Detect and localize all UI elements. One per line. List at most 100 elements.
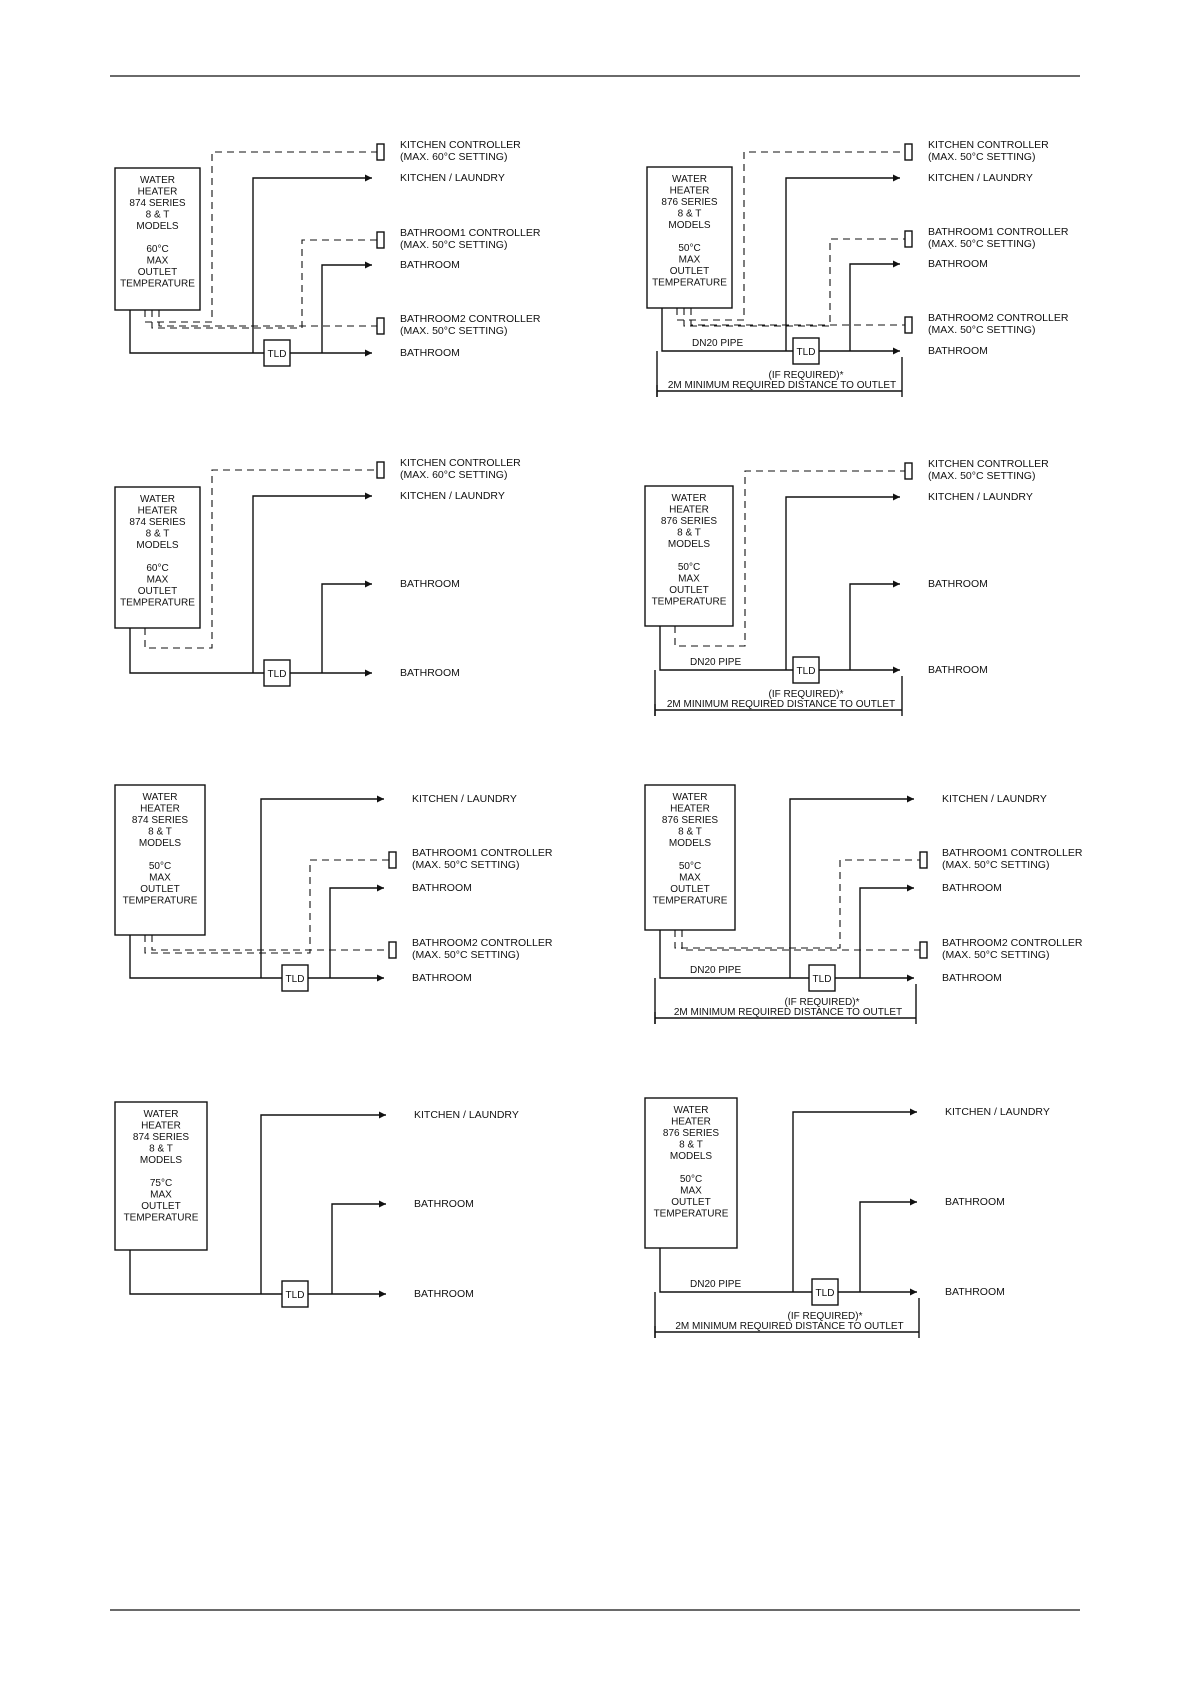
- water-heater-label: OUTLET: [141, 1201, 180, 1212]
- water-heater-box: [114, 167, 201, 311]
- hot-water-main: [659, 626, 793, 671]
- water-heater-label: TEMPERATURE: [652, 278, 727, 289]
- kitchen-laundry-label: KITCHEN / LAUNDRY: [412, 793, 517, 805]
- water-heater-label: HEATER: [141, 1121, 181, 1132]
- water-heater-label: 50°C: [680, 1174, 702, 1185]
- kitchen-laundry-label: KITCHEN / LAUNDRY: [928, 172, 1033, 184]
- bathroom1-label: BATHROOM: [928, 578, 988, 590]
- kitchen-laundry-label: KITCHEN / LAUNDRY: [400, 172, 505, 184]
- bathroom2-controller-cable: [690, 308, 905, 326]
- tld-box: [263, 339, 291, 367]
- water-heater-label: HEATER: [669, 505, 709, 516]
- water-heater-label: MODELS: [669, 838, 712, 849]
- bathroom1-supply-line: [849, 580, 900, 670]
- dn20-pipe-label: DN20 PIPE: [690, 657, 741, 668]
- water-heater-label: TEMPERATURE: [124, 1213, 199, 1224]
- kitchen-supply-line: [792, 1108, 917, 1292]
- water-heater-label: HEATER: [670, 186, 710, 197]
- tld-label: TLD: [286, 1290, 305, 1301]
- water-heater-label: HEATER: [140, 804, 180, 815]
- bathroom2-controller-icon: [904, 316, 913, 334]
- water-heater-label: 60°C: [146, 563, 168, 574]
- water-heater-label: MODELS: [668, 539, 711, 550]
- hot-water-main: [129, 310, 264, 354]
- water-heater-label: MODELS: [136, 221, 179, 232]
- kitchen-laundry-label: KITCHEN / LAUNDRY: [400, 490, 505, 502]
- tld-box: [792, 656, 820, 684]
- kitchen-supply-line: [785, 493, 900, 670]
- bathroom2-controller-cable: [158, 310, 377, 327]
- dn20-pipe-label: DN20 PIPE: [690, 965, 741, 976]
- hot-water-main: [129, 935, 282, 979]
- water-heater-label: MODELS: [136, 540, 179, 551]
- bathroom2-controller-label: BATHROOM2 CONTROLLER: [928, 312, 1069, 324]
- tld-label: TLD: [816, 1288, 835, 1299]
- bathroom2-controller-label: BATHROOM2 CONTROLLER: [942, 937, 1083, 949]
- water-heater-label: HEATER: [670, 804, 710, 815]
- distance-label: 2M MINIMUM REQUIRED DISTANCE TO OUTLET: [675, 1321, 903, 1332]
- water-heater-box: [644, 1097, 738, 1249]
- water-heater-label: WATER: [143, 792, 178, 803]
- kitchen-controller-label: KITCHEN CONTROLLER: [400, 457, 521, 469]
- kitchen-controller-setting: (MAX. 60°C SETTING): [400, 469, 507, 481]
- water-heater-label: WATER: [674, 1105, 709, 1116]
- bathroom1-label: BATHROOM: [928, 258, 988, 270]
- bathroom2-controller-setting: (MAX. 50°C SETTING): [928, 324, 1035, 336]
- water-heater-label: TEMPERATURE: [654, 1209, 729, 1220]
- tld-label: TLD: [797, 347, 816, 358]
- bathroom2-controller-icon: [919, 941, 928, 959]
- water-heater-label: TEMPERATURE: [653, 896, 728, 907]
- water-heater-label: 50°C: [678, 562, 700, 573]
- water-heater-label: OUTLET: [671, 1197, 710, 1208]
- water-heater-label: WATER: [672, 493, 707, 504]
- water-heater-label: MAX: [678, 574, 700, 585]
- bathroom1-label: BATHROOM: [414, 1198, 474, 1210]
- water-heater-label: OUTLET: [138, 586, 177, 597]
- water-heater-box: [114, 1101, 208, 1251]
- bathroom1-controller-icon: [919, 851, 928, 869]
- water-heater-label: OUTLET: [140, 884, 179, 895]
- kitchen-controller-cable: [144, 469, 377, 649]
- bathroom2-label: BATHROOM: [414, 1288, 474, 1300]
- bathroom2-controller-cable: [681, 930, 920, 951]
- kitchen-controller-setting: (MAX. 60°C SETTING): [400, 151, 507, 163]
- bathroom1-controller-label: BATHROOM1 CONTROLLER: [928, 226, 1069, 238]
- water-heater-label: MODELS: [670, 1151, 713, 1162]
- kitchen-laundry-label: KITCHEN / LAUNDRY: [414, 1109, 519, 1121]
- water-heater-label: MAX: [680, 1186, 702, 1197]
- kitchen-controller-label: KITCHEN CONTROLLER: [400, 139, 521, 151]
- bathroom1-controller-icon: [376, 231, 385, 249]
- water-heater-label: MAX: [679, 255, 701, 266]
- water-heater-label: MAX: [149, 873, 171, 884]
- tld-label: TLD: [268, 669, 287, 680]
- water-heater-label: HEATER: [138, 506, 178, 517]
- water-heater-label: WATER: [140, 175, 175, 186]
- distance-label: 2M MINIMUM REQUIRED DISTANCE TO OUTLET: [674, 1007, 902, 1018]
- bathroom1-controller-label: BATHROOM1 CONTROLLER: [942, 847, 1083, 859]
- tld-label: TLD: [813, 974, 832, 985]
- water-heater-label: 8 & T: [146, 210, 170, 221]
- water-heater-label: 8 & T: [678, 209, 702, 220]
- water-heater-label: 876 SERIES: [663, 1128, 719, 1139]
- water-heater-label: MAX: [147, 575, 169, 586]
- bathroom1-label: BATHROOM: [400, 259, 460, 271]
- bathroom1-label: BATHROOM: [412, 882, 472, 894]
- kitchen-supply-line: [252, 174, 372, 353]
- water-heater-label: HEATER: [671, 1117, 711, 1128]
- water-heater-label: 876 SERIES: [661, 197, 717, 208]
- water-heater-label: OUTLET: [670, 884, 709, 895]
- bathroom1-supply-line: [859, 1198, 917, 1292]
- kitchen-controller-icon: [376, 461, 385, 479]
- water-heater-label: 874 SERIES: [132, 815, 188, 826]
- water-heater-label: MODELS: [139, 838, 182, 849]
- if-required-label: (IF REQUIRED)*: [769, 689, 844, 700]
- if-required-label: (IF REQUIRED)*: [769, 370, 844, 381]
- bathroom1-controller-cable: [144, 859, 389, 954]
- bathroom2-controller-cable: [151, 935, 389, 951]
- bathroom1-controller-cable: [674, 859, 920, 949]
- distance-label: 2M MINIMUM REQUIRED DISTANCE TO OUTLET: [668, 380, 896, 391]
